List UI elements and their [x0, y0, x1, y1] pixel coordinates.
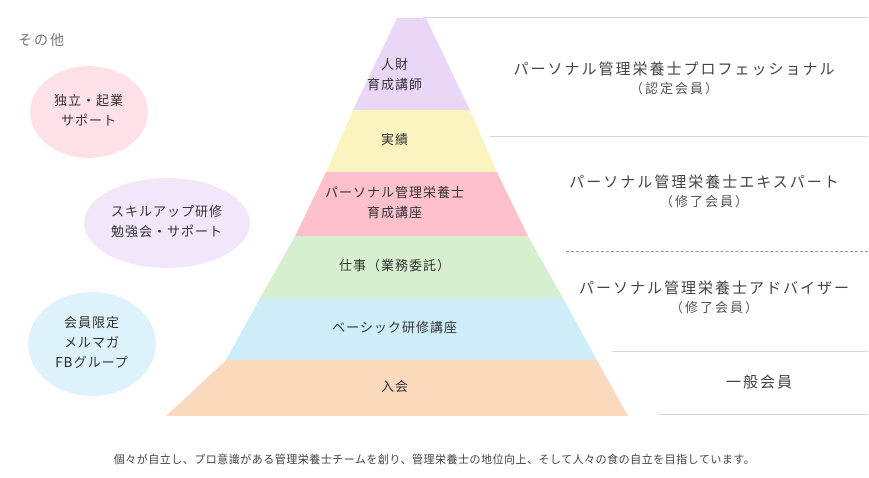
tier-4-label: 仕事（業務委託） — [290, 257, 500, 277]
rank-subtitle: （修了会員） — [659, 195, 750, 210]
bubble-line: スキルアップ研修 — [110, 205, 223, 220]
tier-2-label: 実績 — [290, 131, 500, 151]
rank-title: パーソナル管理栄養士エキスパート — [569, 173, 841, 191]
tier-label-line: 実績 — [380, 133, 409, 148]
bubble-line: 独立・起業 — [53, 94, 124, 109]
tier-2-shape — [326, 110, 497, 172]
rank-subtitle: （認定会員） — [629, 82, 720, 97]
rank-expert: パーソナル管理栄養士エキスパート （修了会員） — [530, 171, 869, 213]
rank-general: 一般会員 — [660, 371, 860, 393]
bubble-line: 勉強会・サポート — [110, 225, 223, 240]
mission-statement: 個々が自立し、プロ意識がある管理栄養士チームを創り、管理栄養士の地位向上、そして… — [113, 453, 756, 466]
rank-professional: パーソナル管理栄養士プロフェッショナル （認定会員） — [490, 58, 860, 100]
rank-advisor: パーソナル管理栄養士アドバイザー （修了会員） — [570, 277, 860, 319]
rank-divider-dashed — [566, 251, 868, 252]
tier-5-label: ベーシック研修講座 — [290, 319, 500, 339]
rank-divider — [490, 136, 868, 137]
tier-label-line: 入会 — [380, 380, 409, 395]
tier-label-line: 人財 — [380, 58, 409, 73]
bubble-skillup-training: スキルアップ研修 勉強会・サポート — [84, 178, 250, 268]
other-label: その他 — [18, 33, 66, 49]
tier-4-shape — [260, 236, 563, 298]
tier-1-label: 人財 育成講師 — [290, 56, 500, 96]
tier-label-line: 育成講師 — [366, 78, 423, 93]
bubble-line: メルマガ — [63, 336, 120, 351]
rank-title: パーソナル管理栄養士アドバイザー — [578, 279, 851, 297]
tier-6-shape — [166, 360, 628, 416]
tier-5-shape — [226, 298, 597, 360]
bubble-line: サポート — [60, 114, 117, 129]
bubble-line: FBグループ — [55, 356, 129, 371]
tier-label-line: ベーシック研修講座 — [332, 321, 458, 336]
bubble-independence-support: 独立・起業 サポート — [30, 66, 148, 158]
tier-label-line: パーソナル管理栄養士 — [324, 186, 465, 201]
tier-3-shape — [295, 172, 528, 236]
tier-1-shape — [353, 18, 470, 110]
tier-6-label: 入会 — [290, 378, 500, 398]
tier-label-line: 育成講座 — [366, 206, 423, 221]
rank-title: パーソナル管理栄養士プロフェッショナル — [513, 60, 837, 78]
rank-title: 一般会員 — [725, 373, 794, 391]
bubble-line: 会員限定 — [63, 316, 120, 331]
tier-label-line: 仕事（業務委託） — [338, 259, 451, 274]
rank-subtitle: （修了会員） — [669, 301, 760, 316]
rank-divider — [423, 17, 868, 18]
rank-divider — [658, 414, 868, 415]
bubble-member-only: 会員限定 メルマガ FBグループ — [28, 292, 156, 396]
rank-divider — [612, 351, 868, 352]
tier-3-label: パーソナル管理栄養士 育成講座 — [290, 184, 500, 224]
